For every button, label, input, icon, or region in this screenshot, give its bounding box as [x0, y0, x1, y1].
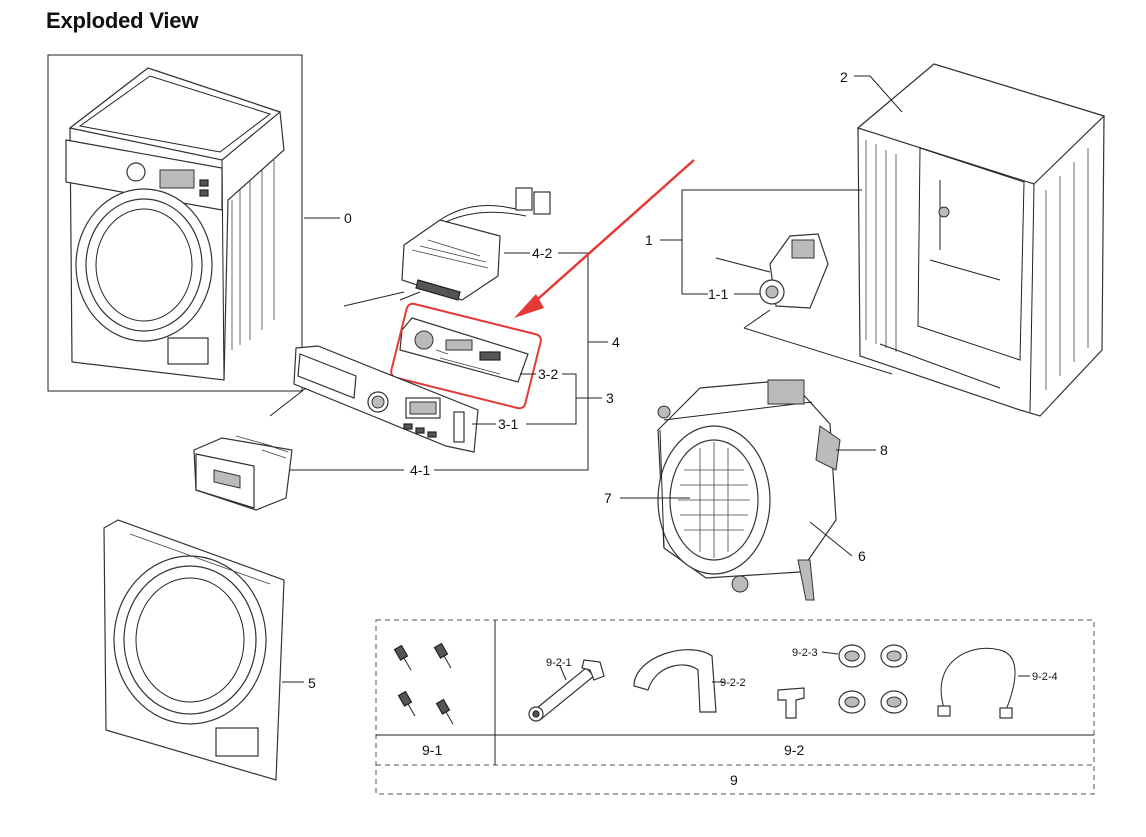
drum-part-7[interactable]: [669, 439, 759, 561]
callout-9-1: 9-1: [422, 742, 442, 758]
callout-9-2-1: 9-2-1: [546, 657, 572, 669]
callout-8: 8: [880, 442, 888, 458]
accessory-kit-part-9: [375, 619, 1095, 795]
assembled-washer-part-0[interactable]: [47, 54, 303, 392]
callout-3: 3: [606, 390, 614, 406]
hose-guide-part-9-2-2[interactable]: [633, 649, 717, 713]
spanner-part-9-2-1[interactable]: [528, 659, 605, 722]
highlight-arrow: [514, 159, 695, 318]
callout-4-2: 4-2: [532, 245, 552, 261]
callout-9-2-3: 9-2-3: [792, 647, 818, 659]
inlet-hose-part-9-2-4[interactable]: [937, 647, 1016, 719]
callout-4: 4: [612, 334, 620, 350]
callout-4-1: 4-1: [410, 462, 430, 478]
callout-5: 5: [308, 675, 316, 691]
feet-part-9-1[interactable]: [393, 642, 457, 727]
control-pcb-part-3-2[interactable]: [399, 317, 529, 383]
dispenser-housing-part-4-2[interactable]: [399, 187, 551, 301]
callout-9-2-4: 9-2-4: [1032, 671, 1058, 683]
callout-7: 7: [604, 490, 612, 506]
page-title: Exploded View: [46, 8, 199, 33]
caps-part-9-2-3[interactable]: [777, 644, 908, 719]
callout-9: 9: [730, 772, 738, 788]
callout-9-2: 9-2: [784, 742, 804, 758]
callout-1-1: 1-1: [708, 286, 728, 302]
pcb-highlight-box: [390, 302, 542, 410]
front-panel-part-5[interactable]: [103, 519, 285, 781]
detergent-drawer-part-4-1[interactable]: [193, 435, 293, 511]
callout-0: 0: [344, 210, 352, 226]
cabinet-part-2[interactable]: [856, 63, 1106, 417]
callout-1: 1: [645, 232, 653, 248]
callout-6: 6: [858, 548, 866, 564]
callout-2: 2: [840, 69, 848, 85]
callout-3-2: 3-2: [538, 366, 558, 382]
callout-9-2-2: 9-2-2: [720, 677, 746, 689]
drain-pump-part-1-1[interactable]: [715, 233, 829, 309]
callout-3-1: 3-1: [498, 416, 518, 432]
control-panel-part-3-1[interactable]: [293, 345, 479, 453]
